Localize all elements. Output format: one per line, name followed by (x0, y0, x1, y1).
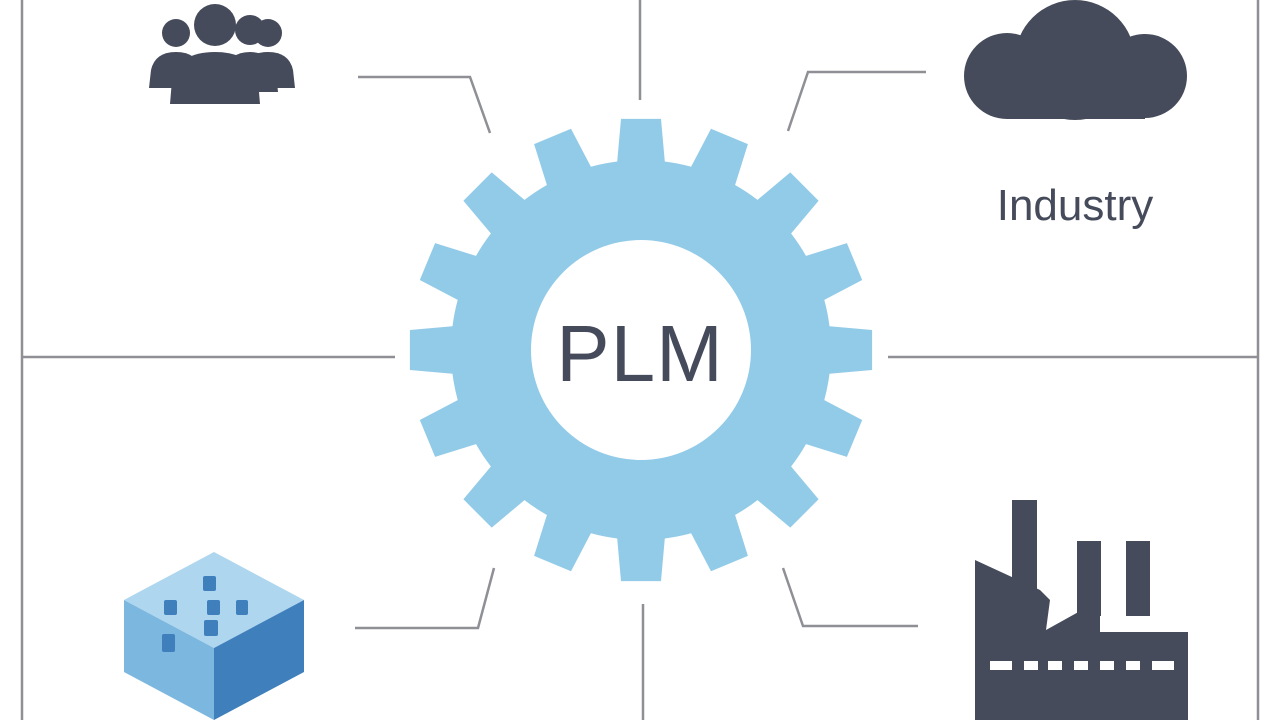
cube-dots (162, 576, 248, 652)
frame-lines (20, 0, 1260, 720)
industry-label: Industry (996, 181, 1154, 230)
cloud-icon (964, 0, 1187, 120)
gear-body (409, 118, 873, 582)
connector-bottom-right (781, 567, 918, 628)
factory-windows (990, 661, 1174, 670)
people-group-icon (149, 4, 295, 104)
connector-lines (355, 70, 926, 630)
connector-top-left (358, 75, 492, 134)
gear-icon (409, 118, 873, 582)
product-cube-icon (124, 552, 304, 720)
connector-bottom-left (355, 567, 496, 630)
factory-icon (975, 500, 1188, 720)
center-label: PLM (556, 309, 724, 398)
connector-top-right (786, 70, 926, 132)
